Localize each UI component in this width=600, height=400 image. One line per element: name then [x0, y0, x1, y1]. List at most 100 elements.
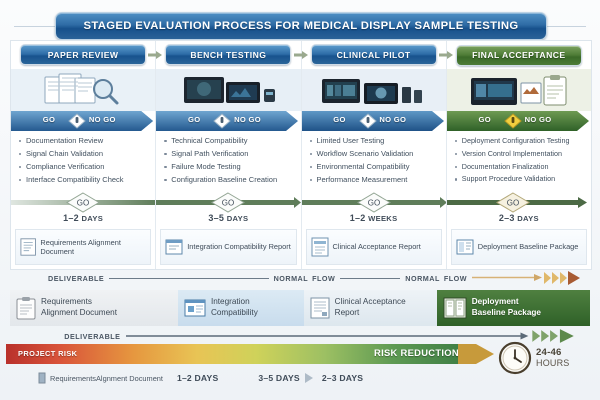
clipboard-icon: [16, 297, 36, 320]
duration-value-1: 1–2: [63, 213, 79, 224]
deliverable-tile-2[interactable]: Integration Compatibility Report: [160, 229, 297, 265]
list-item: Deployment Configuration Testing: [454, 136, 587, 145]
list-item: Documentation Review: [18, 136, 151, 146]
gate-nogo-label-4: NO GO: [524, 115, 552, 124]
risk-gradient: [6, 344, 461, 364]
card-line-1: Clinical Acceptance: [334, 297, 406, 307]
report-window-icon: [184, 299, 206, 317]
legend-normal-label-1: NORMAL: [273, 273, 309, 283]
list-item: Support Procedure Validation: [454, 175, 587, 183]
gate-nogo-label-1: NO GO: [88, 114, 116, 124]
stage-header-label-3: CLINICAL PILOT: [336, 49, 411, 60]
list-item: Technical Compatibility: [163, 136, 296, 146]
stage-photo-2: [156, 68, 301, 111]
deliverable-tile-3[interactable]: Clinical Acceptance Report: [305, 229, 442, 265]
clock-icon: [498, 341, 532, 375]
documents-magnifier-icon: [11, 68, 156, 111]
package-icon: [456, 239, 474, 255]
card-line-2: Compatibility: [210, 308, 258, 317]
stage-photo-4: [446, 69, 591, 111]
stage-duration-4: 2–3 DAYS: [447, 213, 591, 227]
card-line-1: Requirements: [41, 297, 92, 307]
deliverable-card-4[interactable]: Deployment Baseline Package: [436, 290, 590, 326]
svg-text:GO: GO: [507, 199, 519, 208]
stage-header-label-1: PAPER REVIEW: [47, 49, 119, 60]
list-item: Documentation Finalization: [454, 162, 587, 171]
stage-bullets-2: Technical Compatibility Signal Path Veri…: [156, 131, 300, 192]
stage-header-row-3: CLINICAL PILOT: [302, 41, 453, 69]
timeline-arrow-2: GO: [156, 191, 302, 213]
list-item: Environmental Compatibility: [309, 162, 442, 172]
timeline-go-diamond-3: GO: [301, 192, 447, 213]
document-lines-icon: [310, 297, 330, 319]
clock-value: 24-46: [536, 347, 562, 359]
open-book-icon: [443, 297, 467, 319]
gate-chevron-2: [156, 110, 299, 131]
bottom-legend: RequirementsAlgnment Document 1–2 DAYS 3…: [10, 370, 590, 386]
legend-flow-label-1: FLOW: [312, 273, 336, 283]
flow-legend-row-1: DELIVERABLE NORMAL FLOW NORMAL FLOW: [10, 268, 590, 288]
deliverable-tile-4[interactable]: Deployment Baseline Package: [450, 229, 587, 265]
stage-header-row-4: FINAL ACCEPTANCE: [447, 41, 591, 69]
svg-text:GO: GO: [77, 199, 89, 208]
timeline-go-diamond-4: GO: [446, 192, 587, 213]
deliverable-card-label-2: Integration Compatibility: [211, 297, 258, 318]
clock-unit: HOURS: [536, 358, 570, 369]
stage-duration-2: 3–5 DAYS: [156, 213, 300, 227]
page-title: STAGED EVALUATION PROCESS FOR MEDICAL DI…: [83, 20, 519, 32]
timeline-go-diamond-2: GO: [156, 192, 302, 213]
deliverable-card-3[interactable]: Clinical Acceptance Report: [303, 290, 437, 326]
gate-go-label-4: GO: [478, 115, 491, 124]
stage-header-row-1: PAPER REVIEW: [11, 41, 163, 69]
gate-band-4: GO NO GO: [446, 111, 591, 131]
svg-text:GO: GO: [222, 199, 234, 208]
bottom-chevron-icon: [304, 373, 313, 383]
bottom-duration-3: 2–3 DAYS: [321, 373, 364, 383]
card-line-1: Deployment: [471, 297, 519, 307]
card-line-1: Integration: [210, 297, 250, 307]
legend-chevron-arrow-2: [126, 329, 575, 343]
timeline-arrow-3: GO: [301, 191, 447, 213]
stage-header-chip-1[interactable]: PAPER REVIEW: [20, 44, 147, 66]
deliverable-label-3: Clinical Acceptance Report: [332, 242, 421, 252]
small-document-icon: [38, 372, 46, 384]
stage-header-chip-3[interactable]: CLINICAL PILOT: [310, 44, 437, 66]
stage-bullets-3: Limited User Testing Workflow Scenario V…: [302, 131, 446, 192]
stage-columns: PAPER REVIEW: [11, 41, 591, 269]
duration-unit-4: DAYS: [517, 214, 539, 223]
list-item: Version Control Implementation: [454, 149, 587, 158]
stage-photo-1: [11, 68, 156, 111]
timeline-arrow-1: GO: [11, 191, 156, 213]
gate-chevron-1: [11, 110, 153, 131]
deliverable-card-1[interactable]: Requirements Alignment Document: [10, 290, 178, 326]
stage-bullets-4: Deployment Configuration Testing Version…: [447, 131, 591, 191]
deliverable-tile-1[interactable]: Requirements Alignment Document: [15, 229, 152, 265]
list-item: Limited User Testing: [309, 136, 442, 146]
clinical-workstation-icon: [301, 68, 446, 111]
duration-value-2: 3–5: [208, 213, 225, 224]
card-line-2: Alignment Document: [41, 308, 117, 317]
deliverable-card-2[interactable]: Integration Compatibility: [177, 290, 304, 326]
monitor-clipboard-icon: [446, 69, 591, 111]
list-item: Failure Mode Testing: [163, 162, 296, 172]
clock-label: 24-46 HOURS: [536, 347, 570, 368]
duration-unit-2: DAYS: [226, 214, 249, 224]
duration-value-3: 1–2: [349, 213, 366, 224]
deliverable-card-label-3: Clinical Acceptance Report: [335, 297, 406, 318]
stage-header-chip-4[interactable]: FINAL ACCEPTANCE: [455, 44, 582, 66]
duration-unit-3: WEEKS: [368, 214, 398, 224]
clock-callout: 24-46 HOURS: [498, 340, 598, 376]
deliverable-card-label-1: Requirements Alignment Document: [41, 297, 117, 318]
diagram-title-banner: STAGED EVALUATION PROCESS FOR MEDICAL DI…: [55, 12, 547, 40]
list-item: Configuration Baseline Creation: [163, 175, 296, 185]
stage-header-chip-2[interactable]: BENCH TESTING: [165, 44, 292, 66]
stage-column-bench-testing: BENCH TESTING: [155, 41, 308, 269]
document-icon: [20, 238, 36, 256]
list-item: Signal Chain Validation: [18, 149, 151, 159]
legend-deliverable-label-2: DELIVERABLE: [64, 331, 121, 341]
deliverable-card-label-4: Deployment Baseline Package: [472, 297, 541, 318]
list-item: Workflow Scenario Validation: [309, 149, 442, 159]
report-icon: [165, 239, 183, 255]
clipboard-report-icon: [311, 237, 328, 257]
